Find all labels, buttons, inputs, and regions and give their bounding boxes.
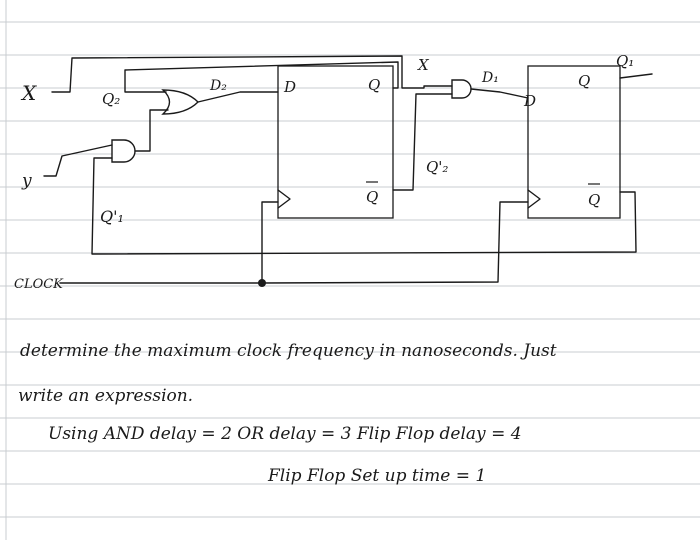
label-ff1-d: D: [523, 92, 536, 110]
or-gate: [161, 89, 199, 115]
problem-line-1: determine the maximum clock frequency in…: [20, 341, 557, 361]
ff2-clock-triangle: [277, 189, 291, 209]
q1-output-wire: [619, 73, 653, 79]
q2-prime-wire: [392, 93, 453, 191]
flip-flop-2: [277, 65, 394, 219]
label-ff2-d: D: [283, 78, 296, 96]
ff1-clock-triangle: [527, 189, 541, 209]
label-ff2-q: Q: [368, 76, 380, 94]
d2-wire: [197, 91, 279, 103]
and-gate-1: [111, 139, 136, 163]
label-q2-prime: Q'₂: [426, 158, 448, 176]
label-x: X: [20, 81, 37, 105]
label-x-top: X: [417, 56, 430, 74]
label-ff1-qbar: Q: [588, 191, 600, 209]
label-y: y: [21, 171, 32, 191]
label-q1-prime: Q'₁: [100, 207, 124, 226]
label-d2: D₂: [209, 78, 227, 94]
and1-to-or-wire: [134, 109, 169, 152]
clock-to-ff2-wire: [261, 201, 279, 284]
label-d1: D₁: [481, 70, 499, 86]
and-gate-2: [451, 79, 472, 99]
flip-flop-1: [527, 65, 621, 219]
y-input-wire: [43, 144, 113, 177]
label-clock: CLOCK: [14, 277, 64, 292]
q1-prime-wire: [91, 157, 637, 255]
problem-line-3: Using AND delay = 2 OR delay = 3 Flip Fl…: [48, 424, 522, 444]
problem-line-4: Flip Flop Set up time = 1: [268, 466, 487, 486]
label-q2: Q₂: [102, 90, 120, 108]
problem-line-2: write an expression.: [18, 386, 194, 406]
clock-junction-dot: [258, 279, 266, 287]
q2-feedback-wire: [124, 61, 399, 93]
label-ff1-q: Q: [578, 72, 590, 90]
d1-wire: [470, 88, 529, 99]
label-ff2-qbar: Q: [366, 188, 378, 206]
x-input-wire: [51, 55, 453, 93]
label-q1: Q₁: [616, 52, 634, 70]
clock-to-ff1-wire: [261, 201, 529, 284]
